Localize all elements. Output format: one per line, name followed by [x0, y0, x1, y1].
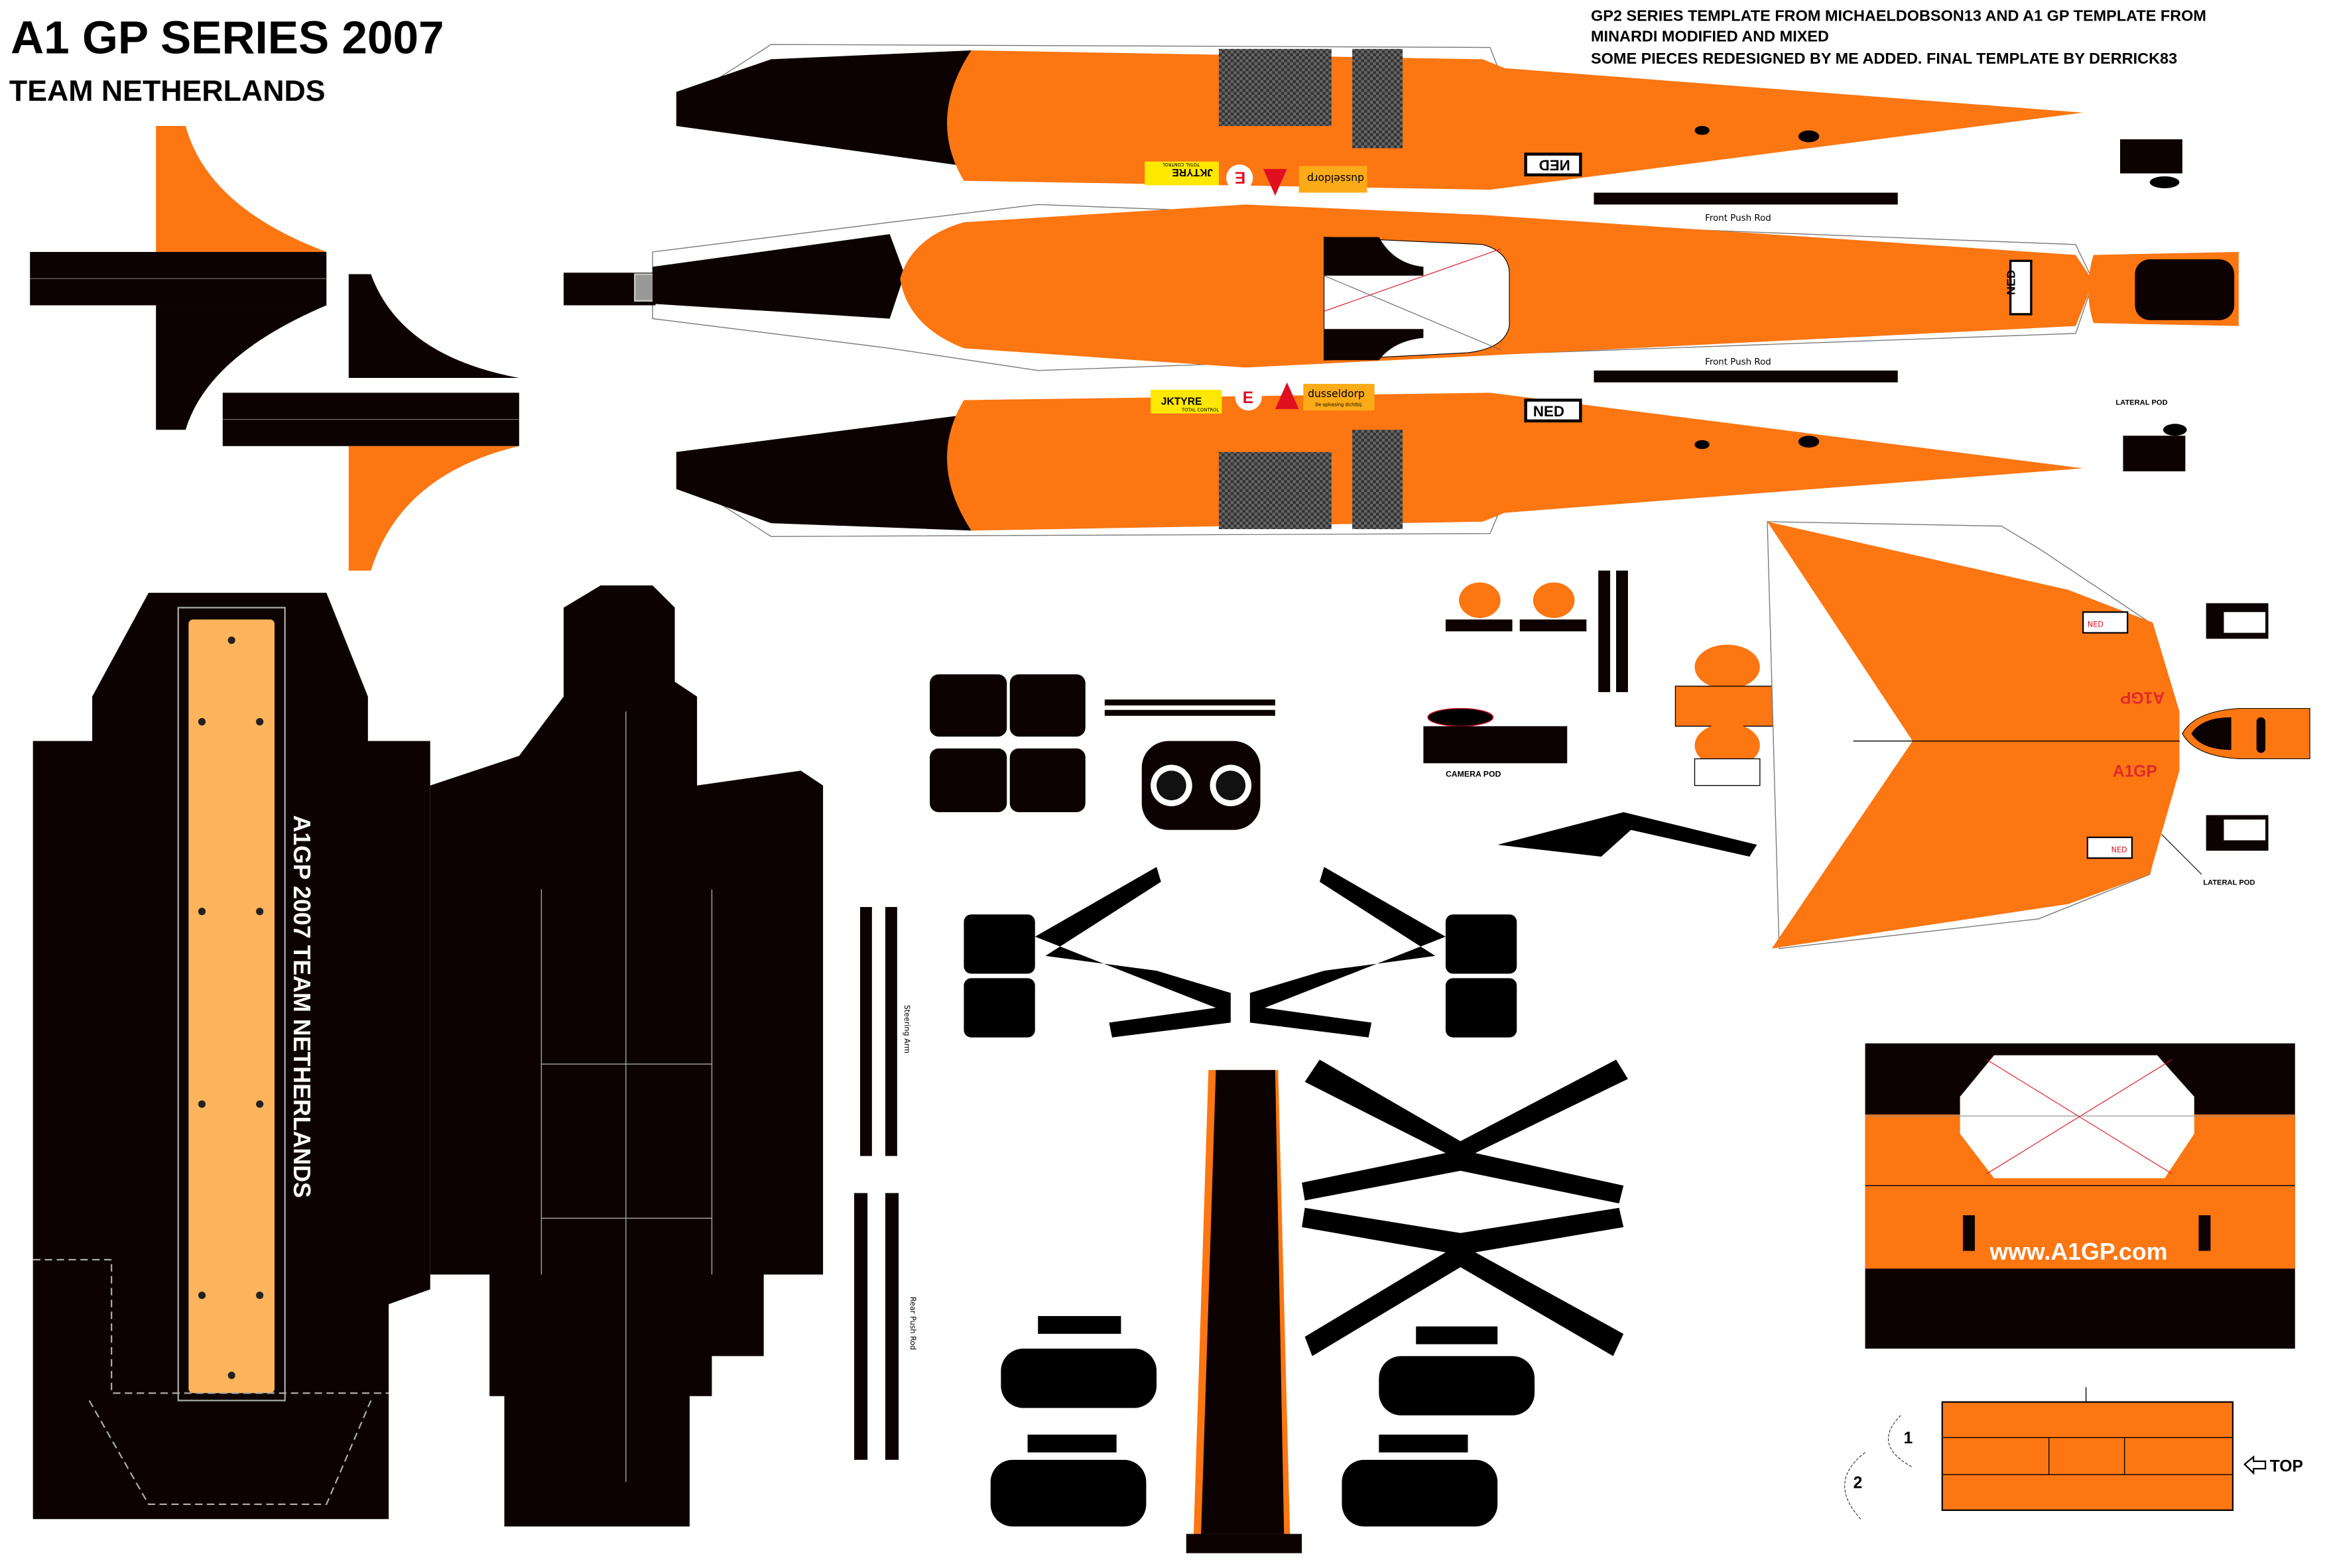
ned-vertical-box [2009, 259, 2033, 316]
rear-push-rod: Rear Push Rod [854, 1193, 917, 1460]
website-text: www.A1GP.com [1989, 1238, 2167, 1265]
step-2-label: 2 [1854, 1474, 1863, 1492]
dusseldorp-text: dusseldorp [1308, 387, 1365, 400]
steering-wheel [1141, 741, 1261, 830]
tall-piece [1186, 1069, 1302, 1553]
front-push-rod-lower: Front Push Rod [1594, 357, 1898, 383]
ned-number-text: NED [1539, 157, 1570, 174]
steering-arm: Steering Arm [859, 907, 911, 1156]
rear-push-rod-label: Rear Push Rod [909, 1297, 917, 1350]
e-logo [1226, 164, 1253, 192]
jktyre-tagline: TOTAL CONTROL [1162, 162, 1200, 167]
credit-line: SOME PIECES REDESIGNED BY ME ADDED. FINA… [1591, 50, 2177, 67]
e-logo-text: E [1235, 168, 1245, 186]
credits: GP2 SERIES TEMPLATE FROM MICHAELDOBSON13… [1591, 7, 2206, 67]
camera-pod: CAMERA POD [1423, 707, 1568, 778]
jktyre-tagline: TOTAL CONTROL [1181, 407, 1219, 412]
top-label: TOP [2270, 1458, 2303, 1476]
rear-wing: NED NED A1GP A1GP LATERAL POD [1767, 521, 2310, 949]
front-push-rod-label: Front Push Rod [1705, 213, 1771, 223]
ned-flag-text: NED [2088, 621, 2104, 629]
airbox-piece [1497, 812, 1757, 857]
engine-cover-piece: www.A1GP.com [1865, 1043, 2295, 1349]
credit-line: GP2 SERIES TEMPLATE FROM MICHAELDOBSON13… [1591, 7, 2206, 24]
a1gp-logo: A1GP [2113, 762, 2157, 780]
a1gp-logo: A1GP [2120, 688, 2165, 706]
roll-hoop-piece [1674, 644, 1780, 786]
jktyre-text: JKTYRE [1172, 166, 1213, 178]
step-1-label: 1 [1904, 1429, 1913, 1447]
dusseldorp-decal [1303, 383, 1375, 411]
template-subtitle: TEAM NETHERLANDS [9, 75, 326, 107]
jktyre-text: JKTYRE [1161, 396, 1202, 407]
e-logo [1235, 383, 1262, 411]
arrow-left-icon [2243, 1455, 2267, 1475]
template-title: A1 GP SERIES 2007 [11, 11, 444, 63]
tyre-blocks [930, 674, 1275, 812]
ned-number-box [1524, 398, 1582, 423]
lateral-pod-label: LATERAL POD [2203, 879, 2255, 887]
e-logo-text: E [1243, 389, 1253, 407]
wishbones [964, 867, 1517, 1038]
ned-vertical-text: NED [2004, 270, 2017, 295]
mirrors [1445, 570, 1628, 692]
dusseldorp-tagline: De oplossing dichtbij. [1315, 402, 1363, 407]
steering-arm-label: Steering Arm [903, 1005, 911, 1054]
triangle-decal-icon [1275, 382, 1299, 409]
credit-line: MINARDI MODIFIED AND MIXED [1591, 28, 1829, 45]
triangle-decal-icon [1263, 168, 1287, 196]
jktyre-decal [1151, 389, 1222, 414]
dusseldorp-text: dusseldorp [1307, 172, 1364, 185]
ned-flag-text: NED [2111, 845, 2127, 854]
assembly-box-piece: 1 2 TOP [1844, 1387, 2303, 1520]
front-push-rod-upper: Front Push Rod [1594, 192, 1898, 223]
sidepod-lower: JKTYRE TOTAL CONTROL E dusseldorp De opl… [676, 382, 2084, 537]
x-struts [1302, 1059, 1628, 1357]
wing-piece-1 [30, 126, 327, 430]
ned-number-text: NED [1533, 403, 1564, 420]
main-body: NED [563, 204, 2239, 371]
floor-piece: A1GP 2007 TEAM NETHERLANDS [32, 593, 430, 1520]
floor-text: A1GP 2007 TEAM NETHERLANDS [288, 815, 315, 1197]
dusseldorp-decal [1298, 166, 1367, 193]
lateral-pod-upper: LATERAL POD [2115, 139, 2187, 471]
sidepod-upper: JKTYRE TOTAL CONTROL E dusseldorp NED [676, 44, 2084, 196]
wing-piece-2 [222, 274, 519, 571]
camera-pod-label: CAMERA POD [1446, 769, 1501, 778]
lateral-pod-label: LATERAL POD [2115, 398, 2167, 406]
chassis-top-piece [430, 585, 824, 1527]
brackets [990, 1315, 1535, 1527]
jktyre-decal [1145, 161, 1219, 186]
ned-number-box [1524, 152, 1582, 177]
front-push-rod-label: Front Push Rod [1705, 357, 1771, 367]
